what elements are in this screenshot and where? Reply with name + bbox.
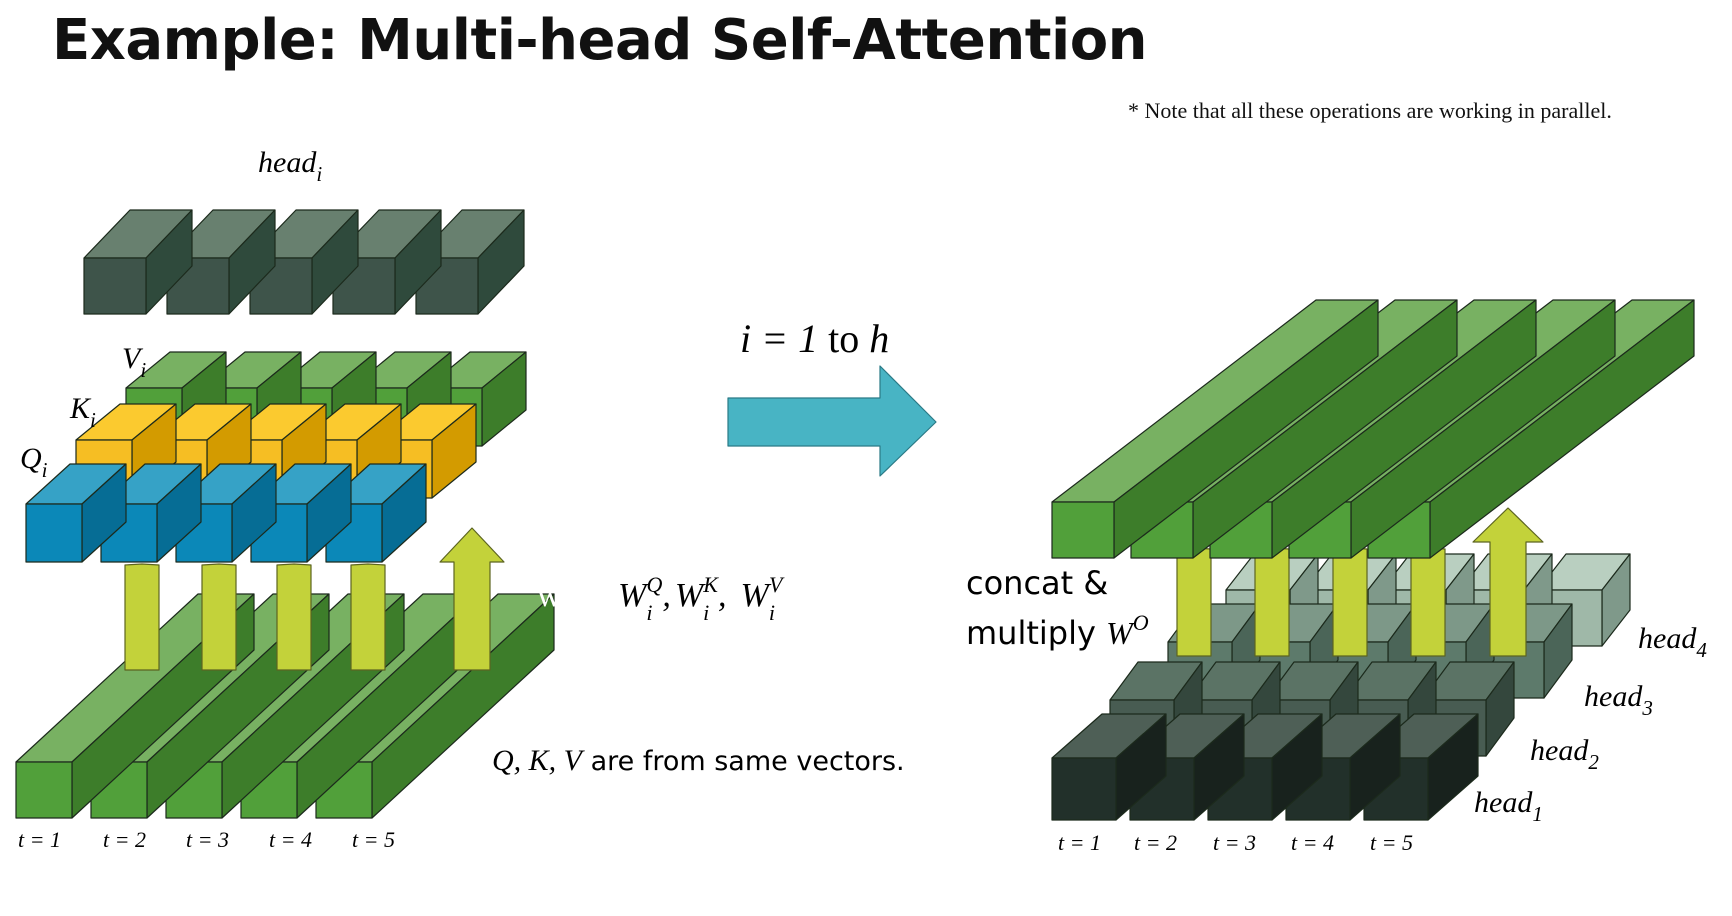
time-label: t = 2 bbox=[1134, 830, 1177, 855]
with-label: with bbox=[537, 577, 597, 614]
time-label: t = 1 bbox=[18, 827, 61, 852]
time-label: t = 1 bbox=[1058, 830, 1101, 855]
heads-to-output-arrow bbox=[1332, 547, 1368, 657]
head-i-label: headi bbox=[258, 146, 322, 186]
time-label: t = 2 bbox=[103, 827, 146, 852]
input-to-qkv-arrow bbox=[201, 563, 237, 671]
k-i-label: Ki bbox=[69, 392, 96, 432]
head-i-output-front bbox=[83, 257, 147, 315]
q-vector-front bbox=[25, 503, 83, 563]
heads-to-output-arrow bbox=[1472, 507, 1544, 657]
input-vector-t1-front bbox=[15, 761, 73, 819]
heads-to-output-arrow bbox=[1410, 547, 1446, 657]
weights-label: WiQ,WiK,WiV bbox=[618, 572, 785, 625]
input-to-qkv-arrow bbox=[439, 527, 505, 671]
right-arrow-icon bbox=[727, 365, 937, 477]
input-to-qkv-arrow bbox=[350, 563, 386, 671]
left-time-axis: t = 1 t = 2 t = 3 t = 4 t = 5 bbox=[18, 827, 395, 852]
head-4-label: head4 bbox=[1638, 622, 1707, 662]
input-to-qkv-arrow bbox=[276, 563, 312, 671]
head-1-label: head1 bbox=[1474, 786, 1543, 826]
qkv-caption: Q, K, V are from same vectors. bbox=[492, 744, 905, 777]
q-i-label: Qi bbox=[20, 442, 48, 482]
loop-label: i = 1 to h bbox=[740, 316, 889, 361]
heads-to-output-arrow bbox=[1176, 547, 1212, 657]
slide-title: Example: Multi-head Self-Attention bbox=[52, 8, 1148, 73]
head-3-label: head3 bbox=[1584, 680, 1653, 720]
heads-to-output-arrow bbox=[1254, 547, 1290, 657]
time-label: t = 3 bbox=[1213, 830, 1256, 855]
concat-label-line1: concat & bbox=[966, 564, 1108, 602]
v-i-label: Vi bbox=[122, 342, 146, 382]
parallel-note: * Note that all these operations are wor… bbox=[1128, 98, 1612, 123]
head-2-label: head2 bbox=[1530, 734, 1599, 774]
head-1-block-front bbox=[1051, 757, 1117, 821]
time-label: t = 3 bbox=[186, 827, 229, 852]
diagram-shapes bbox=[15, 209, 1695, 821]
output-vector-front bbox=[1051, 501, 1115, 559]
time-label: t = 4 bbox=[1291, 830, 1334, 855]
input-to-qkv-arrow bbox=[124, 563, 160, 671]
right-time-axis: t = 1 t = 2 t = 3 t = 4 t = 5 bbox=[1058, 830, 1413, 855]
concat-label-line2: multiply WO bbox=[966, 610, 1149, 652]
time-label: t = 4 bbox=[269, 827, 312, 852]
time-label: t = 5 bbox=[1370, 830, 1413, 855]
time-label: t = 5 bbox=[352, 827, 395, 852]
